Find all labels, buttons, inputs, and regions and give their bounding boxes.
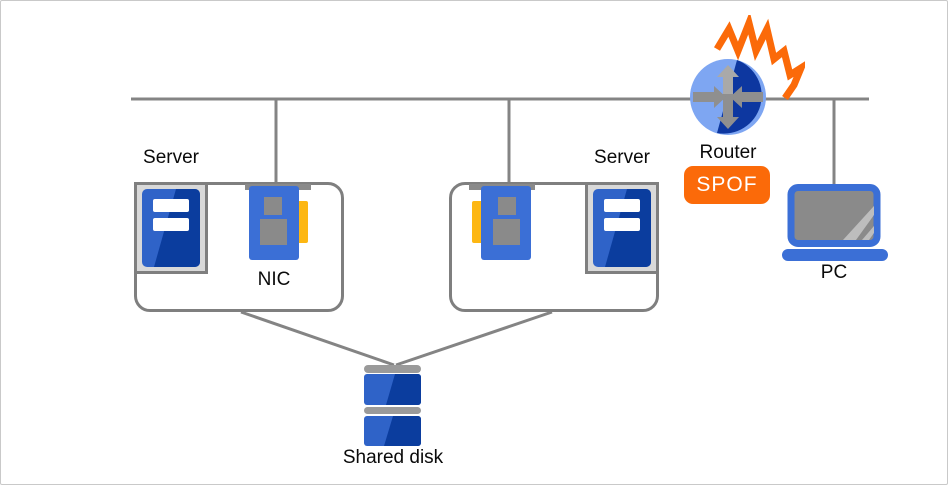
spof-badge: SPOF	[684, 166, 770, 204]
spof-badge-text: SPOF	[696, 173, 758, 196]
disk-link-right	[395, 310, 553, 367]
shared-disk-label: Shared disk	[342, 447, 444, 468]
router-label: Router	[699, 142, 757, 163]
server-tower-icon	[585, 182, 659, 274]
server-tower-icon	[134, 182, 208, 274]
nic-label: NIC	[257, 269, 291, 290]
server-right-label: Server	[594, 147, 650, 168]
explosion-burst-icon	[713, 15, 805, 100]
disk-link-left	[240, 310, 395, 367]
server-left-label: Server	[143, 147, 199, 168]
stacked-disk-icon	[364, 365, 421, 446]
network-card-icon	[245, 184, 311, 260]
laptop-icon	[782, 184, 888, 261]
pc-label: PC	[820, 262, 848, 283]
network-card-icon	[469, 184, 535, 260]
router-arrows-icon	[690, 59, 766, 135]
